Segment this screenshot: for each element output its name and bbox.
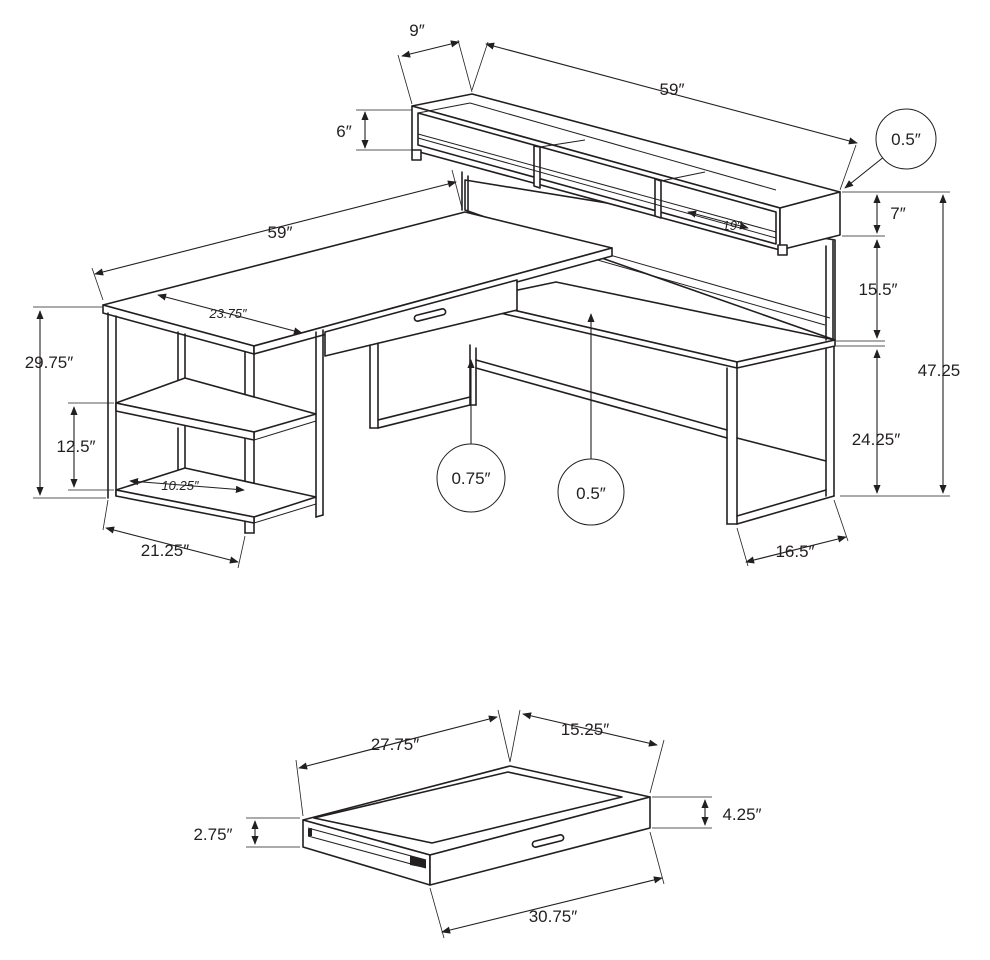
desk-dimensions: 9″ 59″ 6″ 0.5″ 19″ 7″ 15.5″ 24.25″ xyxy=(25,21,961,569)
middle-leg-frame xyxy=(369,342,471,429)
drawer-drawing xyxy=(302,765,651,886)
shelf-depth-label: 10.25″ xyxy=(161,478,199,493)
hutch-clearance-label: 7″ xyxy=(890,204,905,223)
top-thickness-callout xyxy=(436,443,506,513)
cubby-width-label: 19″ xyxy=(722,218,741,233)
drawer-width-label: 27.75″ xyxy=(371,735,420,754)
hutch-thickness-label: 0.5″ xyxy=(891,130,921,149)
back-thickness-label: 0.5″ xyxy=(576,484,606,503)
drawer-depth-label: 15.25″ xyxy=(561,720,610,739)
left-shelf-unit xyxy=(107,312,324,534)
knee-height-label: 24.25″ xyxy=(852,430,901,449)
drawer-front-height-label: 4.25″ xyxy=(722,805,761,824)
top-thickness-label: 0.75″ xyxy=(451,469,490,488)
overall-height-label: 47.25 xyxy=(918,361,961,380)
drawer-box-height-label: 2.75″ xyxy=(193,825,232,844)
return-depth-label: 23.75″ xyxy=(208,306,247,321)
hutch-width-label: 59″ xyxy=(660,80,685,99)
right-desk-frame xyxy=(469,341,835,525)
back-thickness-callout xyxy=(557,458,625,526)
drawer-handle xyxy=(531,834,565,848)
drawer-dimensions: 27.75″ 15.25″ 4.25″ 2.75″ 30.75″ xyxy=(193,709,762,939)
shelf-unit-width-label: 21.25″ xyxy=(141,541,190,560)
drawer-overall-width-label: 30.75″ xyxy=(529,907,578,926)
hutch-height-label: 6″ xyxy=(336,122,351,141)
desk-height-label: 29.75″ xyxy=(25,353,74,372)
riser-height-label: 15.5″ xyxy=(858,280,897,299)
desk-width-label: 59″ xyxy=(268,223,293,242)
desk-depth-label: 16.5″ xyxy=(775,542,814,561)
hutch-thickness-callout xyxy=(875,108,937,170)
desk-drawer-front xyxy=(324,279,518,357)
shelf-spacing-label: 12.5″ xyxy=(56,437,95,456)
hutch-depth-label: 9″ xyxy=(409,21,424,40)
